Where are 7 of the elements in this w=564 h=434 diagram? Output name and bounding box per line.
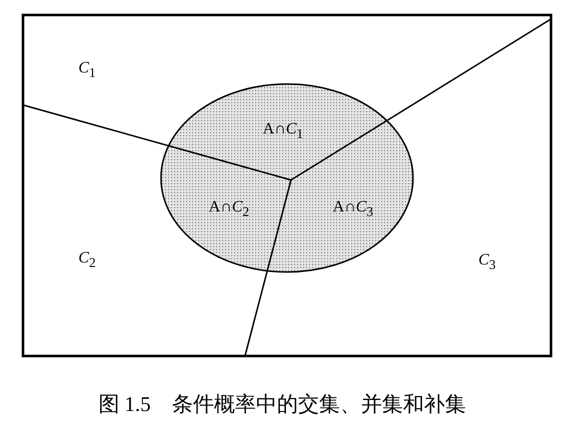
region-label: A∩C$_{2}$ [208,200,250,218]
region-label: C$_{1}$ [78,60,96,80]
figure-caption: 图 1.5 条件概率中的交集、并集和补集 [97,391,467,418]
region-label: A∩C$_{3}$ [332,200,374,218]
region-label: A∩C$_{1}$ [262,122,304,140]
region-label: C$_{2}$ [78,250,96,270]
region-label: C$_{3}$ [478,252,496,272]
